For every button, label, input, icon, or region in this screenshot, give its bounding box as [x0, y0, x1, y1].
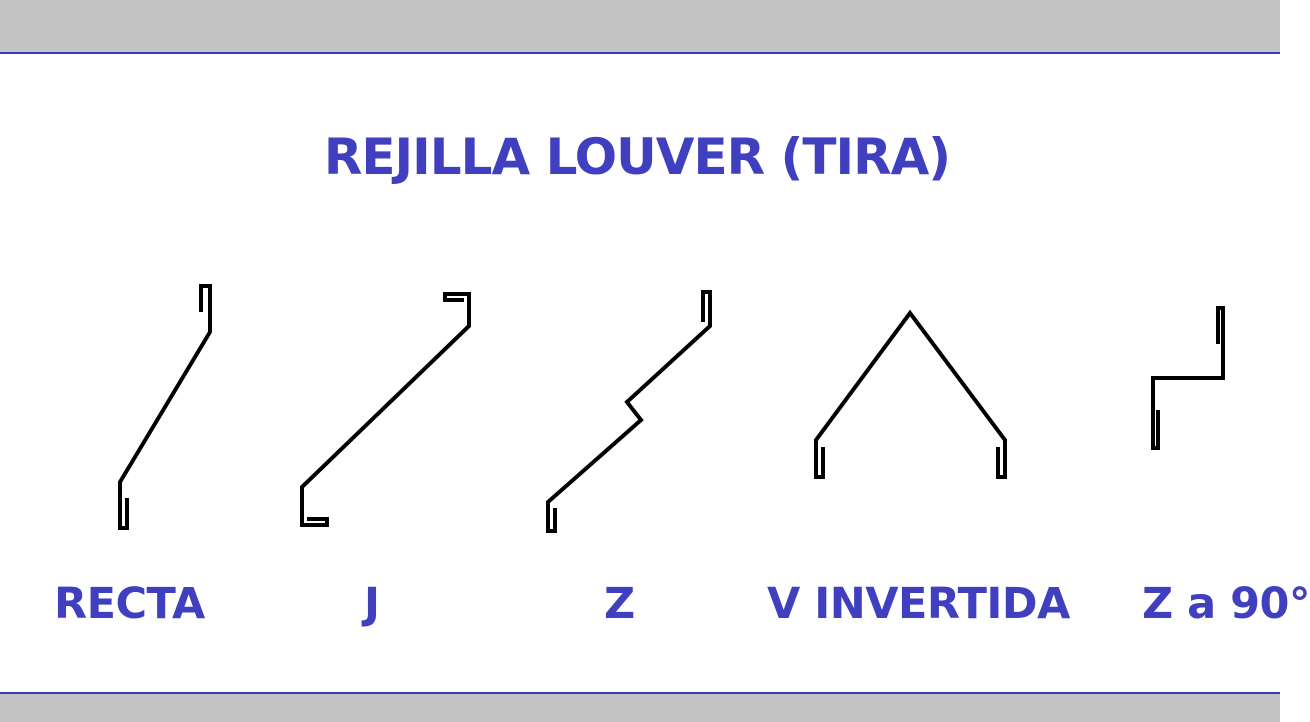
profile-label-j: J [364, 579, 380, 629]
profile-z90-shape [1151, 306, 1225, 450]
louver-profiles-diagram [118, 284, 1225, 533]
profile-recta-shape [118, 284, 212, 530]
profile-j-shape [300, 292, 471, 527]
profile-label-z-a-90: Z a 90° [1142, 579, 1310, 629]
page-title: REJILLA LOUVER (TIRA) [323, 128, 951, 186]
profile-label-z: Z [604, 579, 635, 629]
bottom-band [0, 692, 1280, 722]
profile-label-recta: RECTA [54, 579, 205, 629]
profile-label-v-invertida: V INVERTIDA [767, 579, 1070, 629]
profile-z-shape [546, 290, 712, 533]
top-band [0, 0, 1280, 54]
profile-v-invertida-shape [814, 309, 1007, 479]
